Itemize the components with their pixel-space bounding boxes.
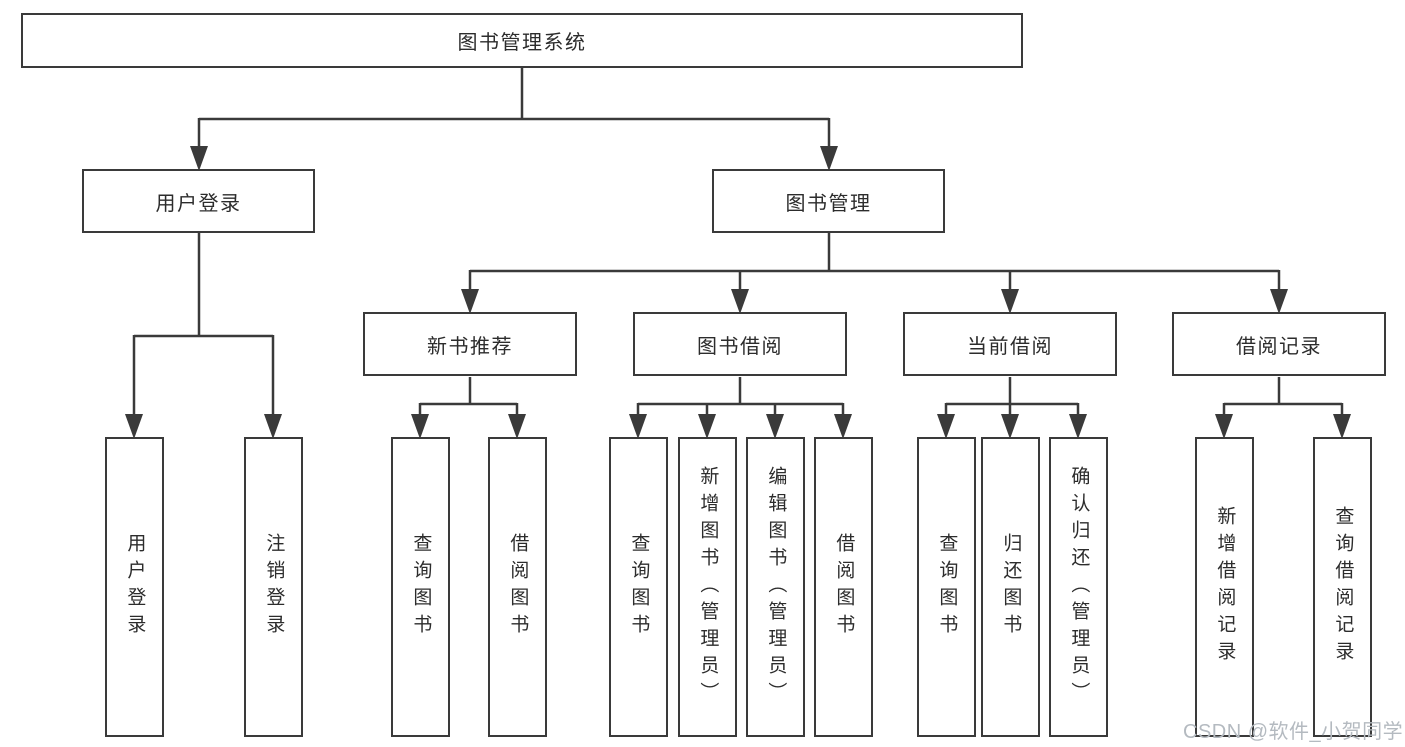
node-label: 确认归还（管理员） xyxy=(1068,465,1090,709)
leaf-query-books-current: 查询图书 xyxy=(917,437,976,737)
leaf-query-books-borrowing: 查询图书 xyxy=(609,437,668,737)
leaf-logout: 注销登录 xyxy=(244,437,303,737)
node-book-borrowing: 图书借阅 xyxy=(633,312,847,376)
node-current-borrowing: 当前借阅 xyxy=(903,312,1117,376)
node-root-system: 图书管理系统 xyxy=(21,13,1023,68)
node-label: 归还图书 xyxy=(1000,533,1022,641)
leaf-return-books: 归还图书 xyxy=(981,437,1040,737)
node-label: 用户登录 xyxy=(155,192,242,215)
node-borrowing-records: 借阅记录 xyxy=(1172,312,1386,376)
csdn-watermark: CSDN @软件_小贺同学 xyxy=(1183,721,1404,743)
node-label: 新增图书（管理员） xyxy=(697,465,719,709)
leaf-add-borrow-record: 新增借阅记录 xyxy=(1195,437,1254,737)
node-label: 查询图书 xyxy=(628,533,650,641)
node-label: 借阅图书 xyxy=(833,533,855,641)
node-label: 当前借阅 xyxy=(967,335,1053,358)
leaf-query-books-recommend: 查询图书 xyxy=(391,437,450,737)
node-label: 查询借阅记录 xyxy=(1332,506,1354,668)
leaf-query-borrow-record: 查询借阅记录 xyxy=(1313,437,1372,737)
leaf-add-book-admin: 新增图书（管理员） xyxy=(678,437,737,737)
leaf-edit-book-admin: 编辑图书（管理员） xyxy=(746,437,805,737)
leaf-user-login: 用户登录 xyxy=(105,437,164,737)
node-label: 新书推荐 xyxy=(427,335,513,358)
node-label: 编辑图书（管理员） xyxy=(765,465,787,709)
node-label: 新增借阅记录 xyxy=(1214,506,1236,668)
node-label: 图书借阅 xyxy=(697,335,783,358)
node-label: 图书管理系统 xyxy=(457,32,587,54)
node-label: 借阅记录 xyxy=(1236,335,1322,358)
node-label: 图书管理 xyxy=(785,192,872,215)
leaf-confirm-return-admin: 确认归还（管理员） xyxy=(1049,437,1108,737)
node-label: 用户登录 xyxy=(124,533,146,641)
node-label: 注销登录 xyxy=(263,533,285,641)
node-label: 借阅图书 xyxy=(507,533,529,641)
leaf-borrow-books-recommend: 借阅图书 xyxy=(488,437,547,737)
node-user-login: 用户登录 xyxy=(82,169,315,233)
node-label: 查询图书 xyxy=(410,533,432,641)
leaf-borrow-books: 借阅图书 xyxy=(814,437,873,737)
node-new-book-recommendation: 新书推荐 xyxy=(363,312,577,376)
node-label: 查询图书 xyxy=(936,533,958,641)
node-book-management: 图书管理 xyxy=(712,169,945,233)
